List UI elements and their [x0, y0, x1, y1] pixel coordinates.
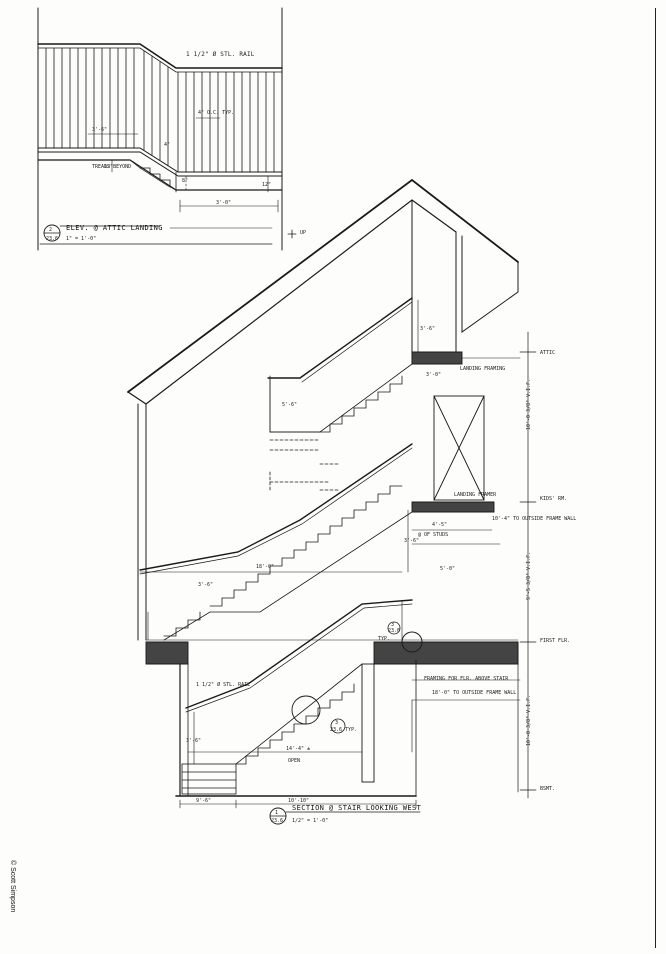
- dim-10-10: 10'-10": [288, 798, 309, 804]
- up-label: UP: [300, 230, 306, 236]
- detail-ref-num-top: 2: [49, 227, 52, 233]
- open-note: OPEN: [288, 758, 300, 764]
- of-studs-note: @ OF STUDS: [418, 532, 448, 538]
- dim-12-b: 12": [262, 182, 271, 188]
- framing-below-note: FRAMING FOR FLR. ABOVE STAIR: [424, 676, 509, 682]
- dim-right-mid: 9'-5 3/8" V.I.F.: [526, 552, 532, 600]
- callout-b-num: 3: [335, 720, 338, 726]
- dim-3-6-top: 3'-6": [92, 127, 107, 133]
- dim-12-a: 12": [104, 164, 113, 170]
- dim-right-bot: 10'-0 3/8" V.I.F.: [526, 695, 532, 746]
- landing-framer-note: LANDING FRAMER: [454, 492, 497, 498]
- picket-spacing-note: 4" O.C. TYP.: [198, 110, 234, 116]
- dim-right-top: 10'-0 3/8" V.I.F.: [526, 379, 532, 430]
- detail-ref-sheet-top: 23.6: [46, 236, 58, 242]
- dim-4: 4": [164, 142, 170, 148]
- level-attic: ATTIC: [540, 350, 555, 356]
- to-outside-frame-wall-2: 18'-0" TO OUTSIDE FRAME WALL: [432, 690, 516, 696]
- level-first-flr: FIRST FLR.: [540, 638, 570, 644]
- rail-note-section: 1 1/2" Ø STL. RAIL: [196, 681, 250, 688]
- detail-top-labels: 1 1/2" Ø STL. RAIL 4" O.C. TYP. 3'-6" TR…: [46, 51, 306, 242]
- callout-a-num: 3: [391, 622, 394, 628]
- copyright-text: © Scott Simpson: [9, 860, 16, 913]
- copyright-note: © Scott Simpson: [6, 860, 16, 950]
- section-ref-num: 1: [275, 810, 278, 816]
- detail-scale-top: 1" = 1'-0": [66, 236, 96, 242]
- dim-3-6-b: 3'-6": [404, 538, 419, 544]
- detail-title-top: ELEV. @ ATTIC LANDING: [66, 224, 163, 232]
- rail-note-top: 1 1/2" Ø STL. RAIL: [186, 51, 255, 58]
- section-ref-sheet: 23.6: [271, 818, 283, 824]
- dim-14-4: 14'-4" ±: [286, 746, 310, 752]
- section-stair-looking-west: [127, 178, 537, 825]
- typ-note: TYP.: [378, 636, 390, 642]
- dim-3-6-a: 3'-6": [420, 326, 435, 332]
- level-bsmt: BSMT.: [540, 786, 555, 792]
- dim-9-6: 9'-6": [196, 798, 211, 804]
- to-outside-frame-wall-1: 10'-4" TO OUTSIDE FRAME WALL: [492, 516, 576, 522]
- callout-b-sheet: 23.6 TYP.: [330, 727, 357, 733]
- dim-18-0: 18'-0": [256, 564, 274, 570]
- dim-3-0-section: 3'-0": [426, 372, 441, 378]
- treads-beyond-note: TREADS BEYOND: [92, 164, 131, 170]
- section-scale: 1/2" = 1'-0": [292, 818, 328, 824]
- dim-3-6-d: 3'-6": [186, 738, 201, 744]
- dim-8: 8": [182, 178, 188, 184]
- section-labels: ATTIC KIDS' RM. FIRST FLR. BSMT. LANDING…: [186, 326, 576, 824]
- dim-4-5: 4'-5": [432, 522, 447, 528]
- level-kids-rm: KIDS' RM.: [540, 496, 567, 502]
- sheet-border: [14, 8, 656, 948]
- callout-a-sheet: 23.6: [388, 628, 400, 634]
- dim-3-6-c: 3'-6": [198, 582, 213, 588]
- dim-5-0: 5'-0": [440, 566, 455, 572]
- section-title: SECTION @ STAIR LOOKING WEST: [292, 804, 422, 812]
- dim-5-6: 5'-6": [282, 402, 297, 408]
- landing-framing-note: LANDING FRAMING: [460, 366, 505, 372]
- detail-elev-attic-landing: [37, 7, 297, 251]
- dim-3-0-top: 3'-0": [216, 200, 231, 206]
